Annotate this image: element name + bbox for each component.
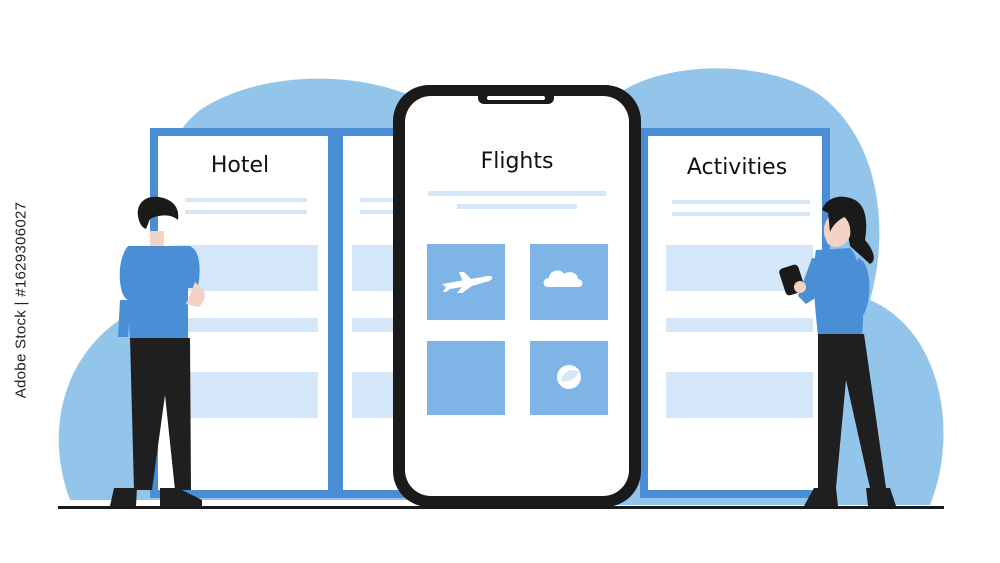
airplane-icon xyxy=(442,272,493,293)
flights-title: Flights xyxy=(481,149,554,174)
stock-id-watermark: Adobe Stock | #1629306027 xyxy=(6,150,36,450)
flights-line xyxy=(457,204,577,209)
activities-panel: Activities xyxy=(640,128,830,498)
man-figure xyxy=(110,196,205,506)
activities-bar xyxy=(666,318,813,332)
activities-block xyxy=(666,372,813,418)
flights-line xyxy=(428,191,606,196)
hotel-line xyxy=(185,210,307,214)
stock-id-text: Adobe Stock | #1629306027 xyxy=(12,201,30,399)
blank-tile xyxy=(427,341,505,415)
hotel-panel: Hotel xyxy=(150,128,335,498)
activities-line xyxy=(672,200,810,204)
cloud-icon xyxy=(543,270,583,287)
ground-line xyxy=(58,506,944,509)
activities-line xyxy=(672,212,810,216)
hotel-line xyxy=(185,198,307,202)
activities-title: Activities xyxy=(687,155,787,180)
globe-icon xyxy=(557,365,581,389)
hotel-title: Hotel xyxy=(211,153,269,178)
hotel-bar xyxy=(175,318,318,332)
hotel-block xyxy=(175,372,318,418)
woman-figure xyxy=(779,196,896,506)
phone: Flights xyxy=(393,85,641,507)
